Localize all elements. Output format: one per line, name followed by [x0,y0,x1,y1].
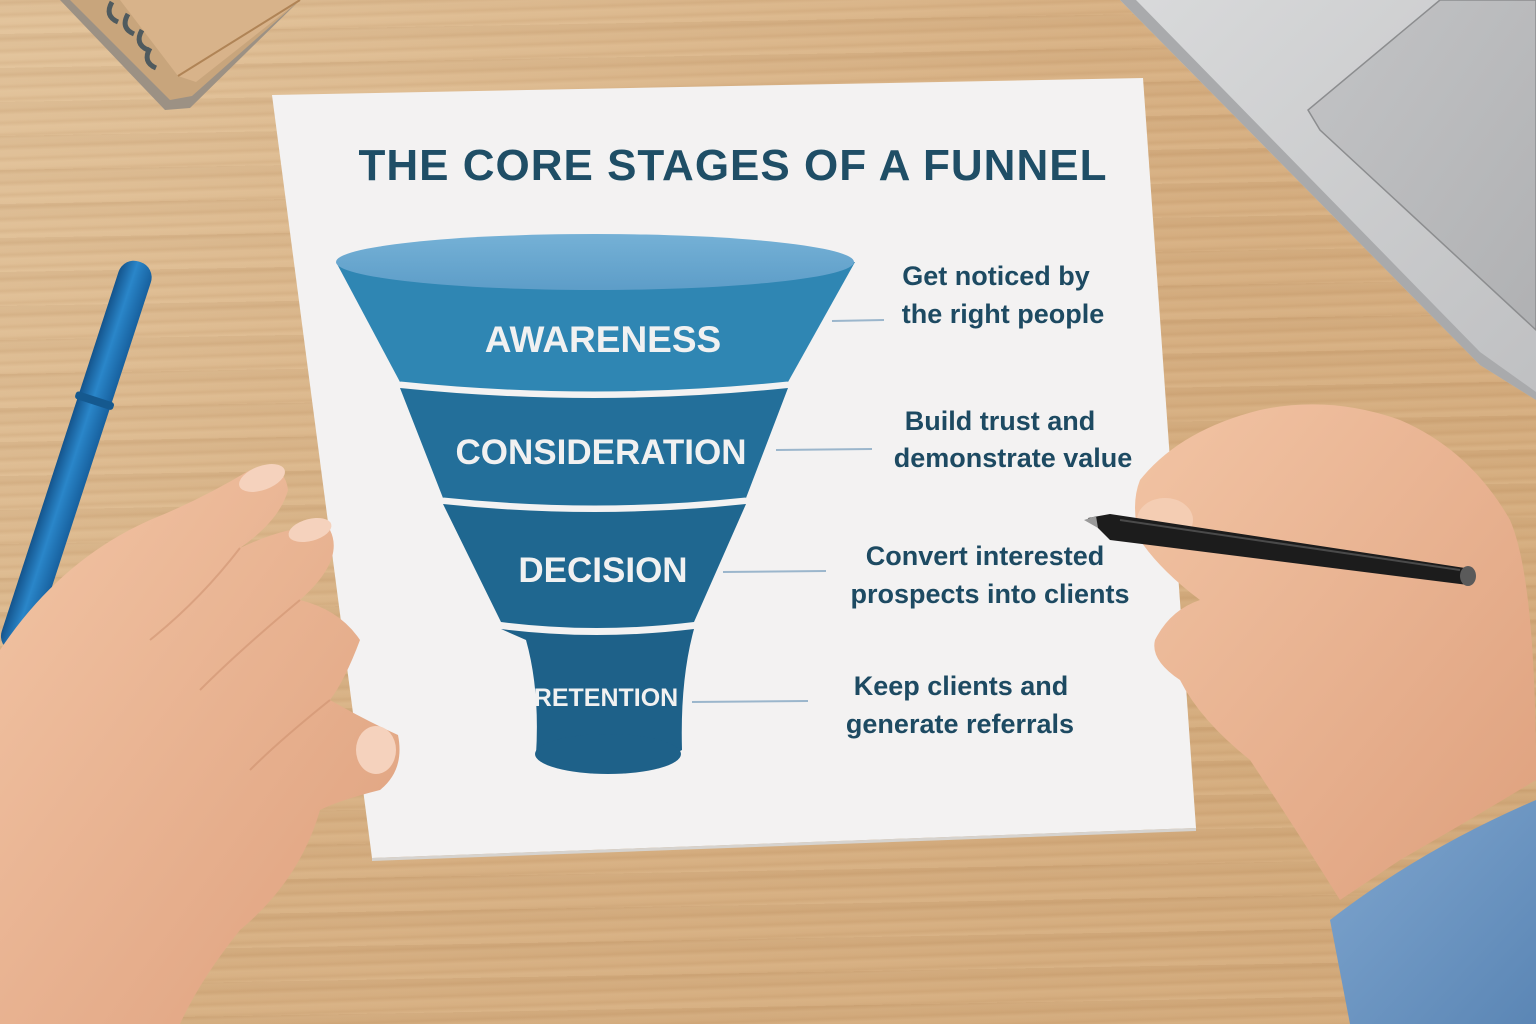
desc-consideration-line2: demonstrate value [894,443,1133,473]
funnel-stage-consideration [400,388,788,506]
desc-retention-line2: generate referrals [846,709,1074,739]
shirt-sleeve [1330,800,1536,1024]
black-pen [1084,514,1476,586]
desc-retention-line1: Keep clients and [854,671,1069,701]
spiral-notebook [60,0,301,110]
funnel-stage-retention [501,629,694,769]
stage-label-decision: DECISION [518,551,687,590]
connector-lines [691,319,885,703]
funnel-stage-awareness [336,262,855,392]
laptop [1120,0,1536,400]
funnel-top-ellipse [336,234,854,290]
poster-title: THE CORE STAGES OF A FUNNEL [359,141,1108,190]
blue-pen [0,260,152,653]
left-hand [0,464,400,1024]
funnel-stage-decision [443,504,746,628]
right-hand [1135,404,1536,1024]
stage-label-consideration: CONSIDERATION [455,433,746,472]
stage-label-retention: RETENTION [534,684,678,712]
desc-consideration-line1: Build trust and [905,406,1096,436]
funnel-diagram: AWARENESS CONSIDERATION DECISION RETENTI… [336,234,855,774]
stage-descriptions: Get noticed by the right people Build tr… [846,261,1132,739]
desc-awareness-line2: the right people [902,299,1105,329]
desc-decision-line1: Convert interested [866,541,1105,571]
desc-decision-line2: prospects into clients [850,579,1129,609]
stage-label-awareness: AWARENESS [485,319,721,360]
desc-awareness-line1: Get noticed by [902,261,1090,291]
